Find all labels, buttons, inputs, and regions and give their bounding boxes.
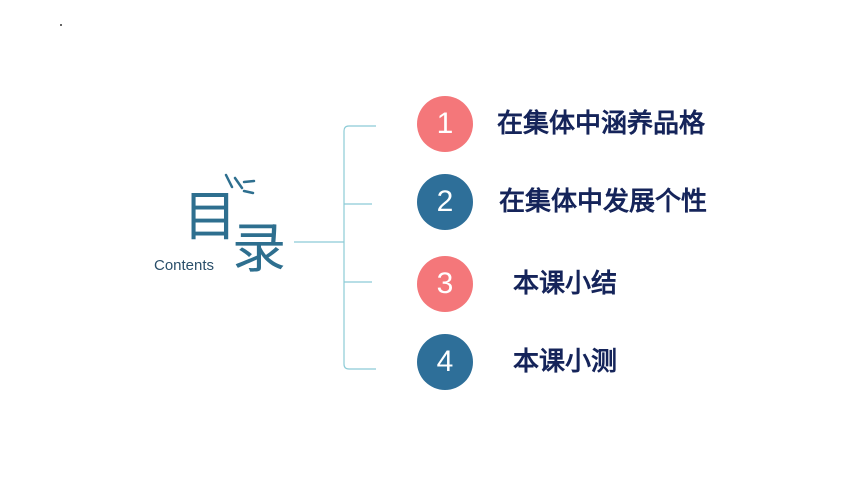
toc-item-2[interactable]: 2 在集体中发展个性 (417, 174, 737, 234)
toc-item-label: 本课小结 (513, 269, 618, 299)
toc-item-label: 本课小测 (513, 347, 618, 377)
title-char-lu: 录 (232, 217, 286, 280)
number-badge: 4 (417, 334, 473, 390)
number-badge: 1 (417, 96, 473, 152)
contents-subtitle: Contents (154, 257, 215, 274)
sparkle-rays-icon (224, 173, 256, 195)
title-char-mu: 目 (183, 185, 237, 248)
toc-item-4[interactable]: 4 本课小测 (417, 334, 737, 394)
number-badge: 3 (417, 256, 473, 312)
toc-item-3[interactable]: 3 本课小结 (417, 256, 737, 316)
decorative-dot (60, 24, 62, 26)
toc-item-1[interactable]: 1 在集体中涵养品格 (417, 96, 737, 156)
toc-item-label: 在集体中涵养品格 (497, 109, 706, 139)
toc-item-label: 在集体中发展个性 (499, 187, 708, 217)
number-badge: 2 (417, 174, 473, 230)
